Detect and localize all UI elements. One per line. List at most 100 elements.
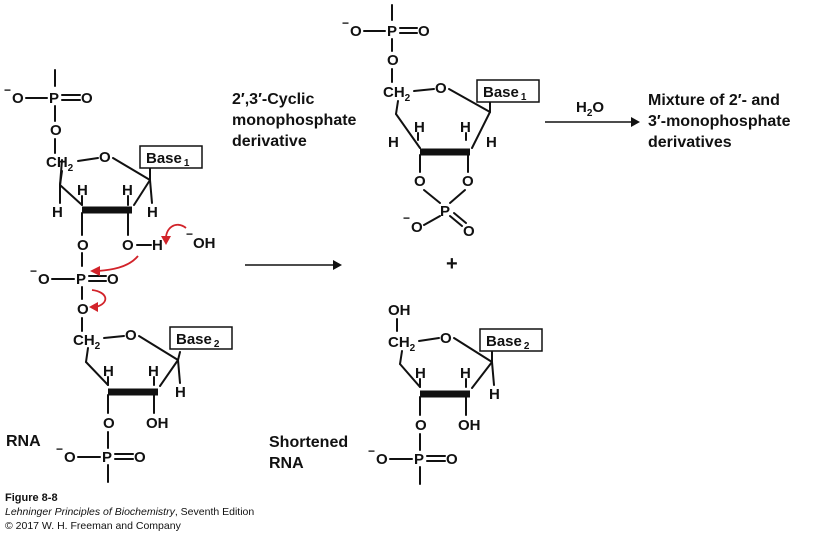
rna-label: RNA	[6, 433, 41, 450]
hydrogen-atom: H	[148, 363, 159, 380]
book-citation: Lehninger Principles of Biochemistry, Se…	[5, 506, 254, 518]
oxygen-atom: O	[446, 451, 458, 468]
hydroxyl-group: OH	[458, 417, 481, 434]
ring-oxygen: O	[99, 149, 111, 166]
base-2-box	[169, 326, 233, 350]
oxygen-atom: O	[387, 52, 399, 69]
phosphorus-atom: P	[414, 451, 424, 468]
oxygen-atom: O	[12, 90, 24, 107]
hydrogen-atom: H	[460, 365, 471, 382]
red-arrow	[91, 289, 107, 308]
plus-sign: +	[446, 253, 458, 275]
hydrogen-atom: H	[486, 134, 497, 151]
oxygen-3prime: O	[77, 237, 89, 254]
electron-push-arrows	[89, 223, 187, 312]
figure-caption: Figure 8-8 Lehninger Principles of Bioch…	[5, 492, 254, 532]
hydrogen-atom: H	[122, 182, 133, 199]
oxygen-3prime: O	[103, 415, 115, 432]
ch2-group: CH2	[46, 154, 74, 174]
charge-label: −	[56, 442, 63, 456]
hydrogen-atom: H	[52, 204, 63, 221]
ring-oxygen: O	[440, 330, 452, 347]
oxygen-atom: O	[376, 451, 388, 468]
red-arrow	[97, 255, 139, 272]
hydroxide-ion: − OH	[186, 227, 216, 252]
oxygen-atom: O	[77, 301, 89, 318]
hydroxyl-group: OH	[146, 415, 169, 432]
hydrogen-atom: H	[175, 384, 186, 401]
phosphorus-atom: P	[49, 90, 59, 107]
oxygen-atom: O	[38, 271, 50, 288]
charge-label: −	[368, 444, 375, 458]
charge-label: −	[4, 83, 11, 97]
oxygen-2prime: O	[122, 237, 134, 254]
ch2-group: CH2	[383, 84, 411, 104]
phosphorus-atom: P	[440, 203, 450, 220]
charge-label: −	[342, 16, 349, 30]
charge-label: −	[186, 227, 193, 241]
shortened-label-line: Shortened	[269, 434, 348, 451]
phosphorus-atom: P	[102, 449, 112, 466]
base-2-box	[479, 328, 543, 352]
oxygen-atom: O	[350, 23, 362, 40]
oxygen-atom: O	[414, 173, 426, 190]
charge-label: −	[403, 211, 410, 225]
oxygen-atom: O	[411, 219, 423, 236]
oxygen-atom: O	[134, 449, 146, 466]
oxygen-atom: O	[50, 122, 62, 139]
product-label-line: Mixture of 2′- and	[648, 92, 780, 109]
hydrogen-atom: H	[147, 204, 158, 221]
copyright-line: © 2017 W. H. Freeman and Company	[5, 520, 182, 532]
cyclic-label-line: 2′,3′-Cyclic	[232, 91, 314, 108]
rna-mid-phosphate: − O P O O	[30, 252, 119, 332]
charge-label: −	[30, 264, 37, 278]
oxygen-atom: O	[64, 449, 76, 466]
hydrogen-atom: H	[414, 119, 425, 136]
hydroxyl-group: OH	[388, 302, 411, 319]
hydrogen-atom: H	[489, 386, 500, 403]
product-label-line: derivatives	[648, 134, 732, 151]
base-1-box	[139, 145, 203, 169]
ch2-group: CH2	[73, 332, 101, 352]
water-reagent: H2O	[576, 99, 604, 119]
cyclic-label-line: monophosphate	[232, 112, 357, 129]
hydroxide-label: OH	[193, 235, 216, 252]
cyclic-label-line: derivative	[232, 133, 307, 150]
hydrolysis-step: H2O Mixture of 2′- and 3′-monophosphate …	[545, 92, 791, 151]
oxygen-atom: O	[81, 90, 93, 107]
hydrogen-atom: H	[388, 134, 399, 151]
hydrogen-atom: H	[152, 237, 163, 254]
phosphorus-atom: P	[76, 271, 86, 288]
hydrogen-atom: H	[77, 182, 88, 199]
cyclic-derivative: 2′,3′-Cyclic monophosphate derivative − …	[232, 4, 540, 240]
shortened-label-line: RNA	[269, 455, 304, 472]
oxygen-atom: O	[462, 173, 474, 190]
ring-oxygen: O	[125, 327, 137, 344]
oxygen-3prime: O	[415, 417, 427, 434]
main-reaction-arrow	[245, 260, 342, 270]
hydrogen-atom: H	[103, 363, 114, 380]
phosphorus-atom: P	[387, 23, 397, 40]
ring-oxygen: O	[435, 80, 447, 97]
oxygen-atom: O	[107, 271, 119, 288]
oxygen-atom: O	[463, 223, 475, 240]
rna-top-phosphate: − O P O O	[4, 69, 93, 154]
rna-bottom-phosphate: − O P O	[56, 442, 146, 483]
hydrogen-atom: H	[460, 119, 471, 136]
ch2-group: CH2	[388, 334, 416, 354]
hydrogen-atom: H	[415, 365, 426, 382]
product-label-line: 3′-monophosphate	[648, 113, 791, 130]
oxygen-atom: O	[418, 23, 430, 40]
figure-number: Figure 8-8	[5, 492, 58, 504]
base-1-box	[476, 79, 540, 103]
